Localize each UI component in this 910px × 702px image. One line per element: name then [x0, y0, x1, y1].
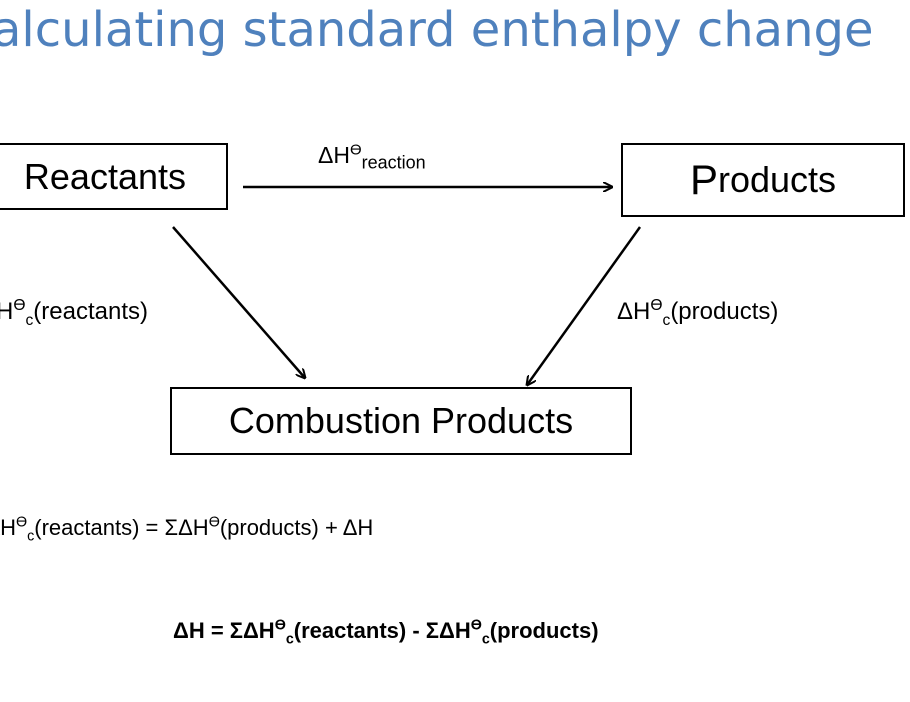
reaction-enthalpy-label: ΔHϴreaction	[318, 141, 426, 173]
reactants-combustion-label: Hϴc(reactants)	[0, 297, 148, 329]
hess-cycle-equation: \Hϴc(reactants) = ΣΔHϴ(products) + ΔH	[0, 514, 374, 545]
reactants-label: Reactants	[23, 155, 186, 197]
arrow-products-to-combustion	[527, 226, 642, 385]
reactants-box: Reactants	[0, 143, 228, 210]
products-label-rest: roducts	[717, 159, 837, 200]
slide-title: alculating standard enthalpy change	[0, 2, 874, 58]
products-label-initial: P	[689, 156, 718, 203]
combustion-products-box: Combustion Products	[170, 387, 632, 455]
products-combustion-label: ΔHϴc(products)	[617, 297, 779, 329]
enthalpy-change-formula: ΔH = ΣΔHϴc(reactants) - ΣΔHϴc(products)	[173, 617, 599, 648]
combustion-products-label: Combustion Products	[228, 400, 574, 441]
arrow-reactants-to-combustion	[172, 226, 305, 378]
